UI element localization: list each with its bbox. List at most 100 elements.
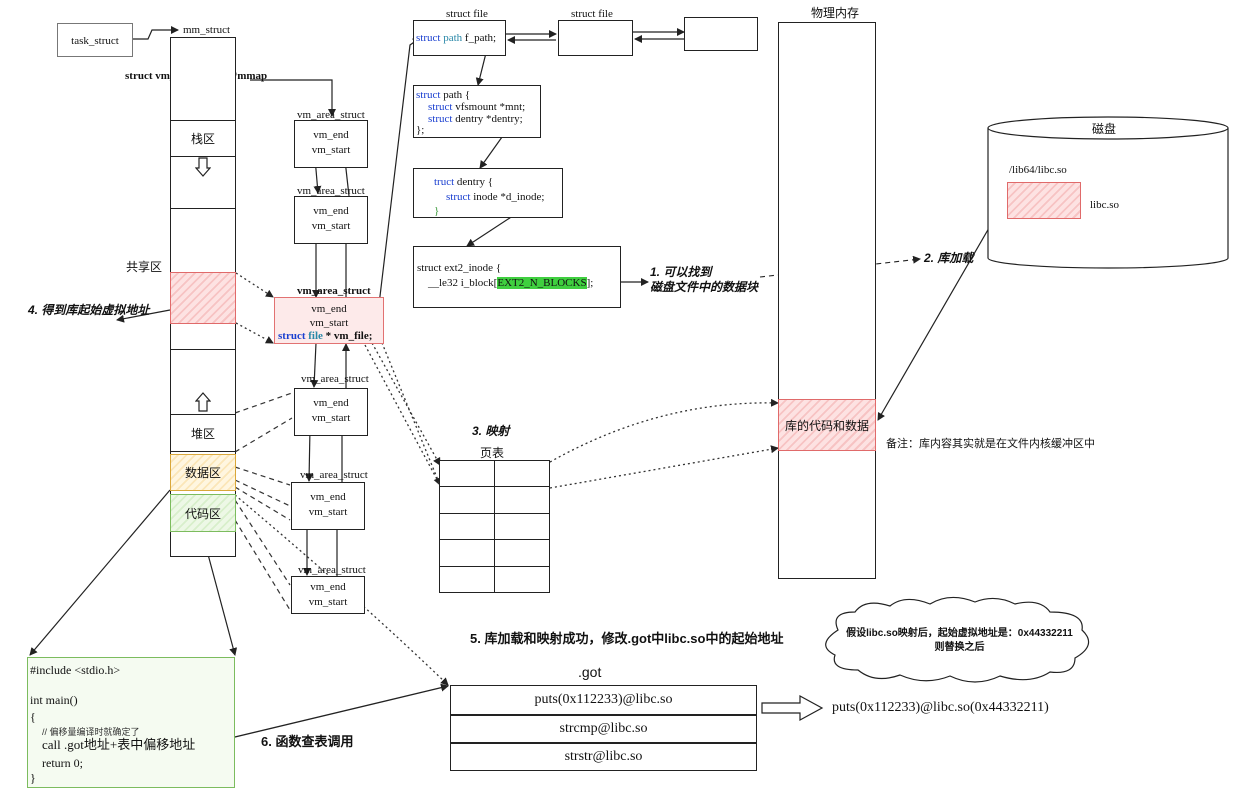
mm-struct-label: mm_struct (183, 24, 231, 36)
vma-title-2: vm_area_struct (297, 185, 365, 197)
vma-end: vm_end (310, 491, 346, 503)
phys-library-label: 库的代码和数据 (784, 419, 869, 433)
vma-title-5: vm_area_struct (300, 469, 368, 481)
path-text: dentry *dentry; (455, 113, 523, 125)
step-6-label: 6. 函数查表调用 (261, 734, 354, 749)
heap-region: 堆区 (170, 414, 236, 452)
got-replaced-entry: puts(0x112233)@libc.so(0x44332211) (832, 700, 1049, 715)
code-label: 代码区 (184, 507, 221, 521)
cloud-line-1: 假设libc.so映射后，起始虚拟地址是：0x44332211 (846, 628, 1073, 639)
step-1-line-1: 1. 可以找到 (650, 265, 712, 279)
vma-end: vm_end (310, 581, 346, 593)
path-text: vfsmount *mnt; (455, 101, 526, 113)
code-include: #include <stdio.h> (30, 663, 121, 677)
page-table-cell (439, 512, 495, 541)
vma-box-file: vm_end vm_start struct file * vm_file; (274, 297, 384, 344)
dentry-line-1: truct dentry { (434, 175, 493, 189)
page-table-cell (439, 565, 495, 593)
disk-libc-label: libc.so (1090, 199, 1120, 211)
page-table-cell (439, 539, 495, 567)
step-4-label: 4. 得到库起始虚拟地址 (28, 303, 150, 317)
fpath-field: struct path f_path; (416, 31, 496, 45)
stack-label: 栈区 (190, 132, 215, 146)
fpath-rest: f_path; (464, 32, 497, 44)
heap-label: 堆区 (190, 427, 215, 441)
cloud-line-2: 则替换之后 (934, 642, 985, 653)
page-table-entry-library (439, 460, 495, 488)
disk-title: 磁盘 (1092, 122, 1117, 136)
dentry-text: inode *d_inode; (473, 191, 545, 203)
vma-file-field: struct file * vm_file; (278, 329, 372, 343)
vma-file-rest: * vm_file; (325, 330, 373, 342)
path-line-2: struct vfsmount *mnt; (428, 100, 525, 114)
code-region: 代码区 (170, 494, 236, 532)
dentry-line-3: } (434, 205, 440, 217)
vma-box-6: vm_end vm_start (291, 576, 365, 614)
replace-arrow (761, 694, 824, 722)
vma-box-5: vm_end vm_start (291, 482, 365, 530)
struct-file-box-1: struct path f_path; (413, 20, 506, 56)
disk-cylinder (987, 116, 1229, 269)
code-open-brace: { (30, 710, 36, 724)
disk-path: /lib64/libc.so (1009, 164, 1067, 176)
got-row-strstr: strstr@libc.so (450, 743, 757, 771)
vma-box-2: vm_end vm_start (294, 196, 368, 244)
step-1-line-2: 磁盘文件中的数据块 (650, 280, 759, 294)
data-region: 数据区 (170, 454, 236, 491)
path-line-3: struct dentry *dentry; (428, 112, 523, 126)
path-kw: struct (428, 101, 453, 113)
page-table-cell (494, 486, 550, 514)
shared-to-file-vma (235, 272, 274, 344)
dentry-kw: struct (446, 191, 471, 203)
task-struct-label: task_struct (71, 35, 119, 47)
inode-line-2: __le32 i_block[EXT2_N_BLOCKS]; (428, 276, 593, 290)
struct-file-box-2 (558, 20, 633, 56)
data-label: 数据区 (184, 466, 221, 480)
cloud-text: 假设libc.so映射后，起始虚拟地址是：0x44332211 则替换之后 (832, 627, 1087, 655)
code-main: int main() (30, 693, 78, 707)
vma-title-4: vm_area_struct (301, 373, 369, 385)
page-table-cell (494, 565, 550, 593)
fpath-type: path (443, 32, 463, 44)
inode-line-1: struct ext2_inode { (417, 262, 502, 274)
vma-file-type: file (308, 330, 323, 342)
vma-file-kw: struct (278, 330, 306, 342)
vma-title-file: vm_area_struct (297, 285, 371, 297)
struct-file-title-1: struct file (446, 8, 488, 20)
page-table-cell (494, 512, 550, 541)
page-table-cell (439, 486, 495, 514)
struct-dentry-box: truct dentry { struct inode *d_inode; } (413, 168, 563, 218)
vma-box-1: vm_end vm_start (294, 120, 368, 168)
physical-memory-column (778, 22, 876, 579)
page-table-title: 页表 (480, 446, 505, 460)
vma-start: vm_start (311, 220, 351, 232)
heap-grow-up-icon (195, 392, 211, 412)
struct-inode-box: struct ext2_inode { __le32 i_block[EXT2_… (413, 246, 621, 308)
vma-start: vm_start (311, 144, 351, 156)
arrow-disk-to-phys (877, 201, 1005, 421)
path-text: path { (443, 89, 471, 101)
got-title: .got (578, 664, 602, 680)
inode-suffix: ]; (586, 277, 594, 289)
code-close-brace: } (30, 771, 36, 785)
vma-title-1: vm_area_struct (297, 109, 365, 121)
dentry-text: dentry { (456, 176, 494, 188)
page-table-entry-library (494, 460, 550, 488)
data-to-got (234, 494, 449, 686)
phys-library-block: 库的代码和数据 (778, 399, 876, 451)
vma-to-pagetable (364, 337, 442, 486)
region-to-vma-dashes (234, 392, 293, 611)
path-kw: struct (416, 89, 441, 101)
dentry-kw: truct (434, 176, 455, 188)
stack-grow-down-icon (195, 157, 211, 177)
code-comment: // 偏移量编译时就确定了 (42, 727, 140, 737)
step-1-label: 1. 可以找到 磁盘文件中的数据块 (650, 265, 758, 295)
shared-library-mapping (170, 272, 236, 324)
step-3-label: 3. 映射 (472, 424, 510, 438)
phys-mem-title: 物理内存 (811, 6, 860, 20)
vma-start: vm_start (308, 506, 348, 518)
arrow-mmap-to-vma (250, 79, 336, 117)
struct-file-title-2: struct file (571, 8, 613, 20)
vma-start: vm_start (308, 596, 348, 608)
